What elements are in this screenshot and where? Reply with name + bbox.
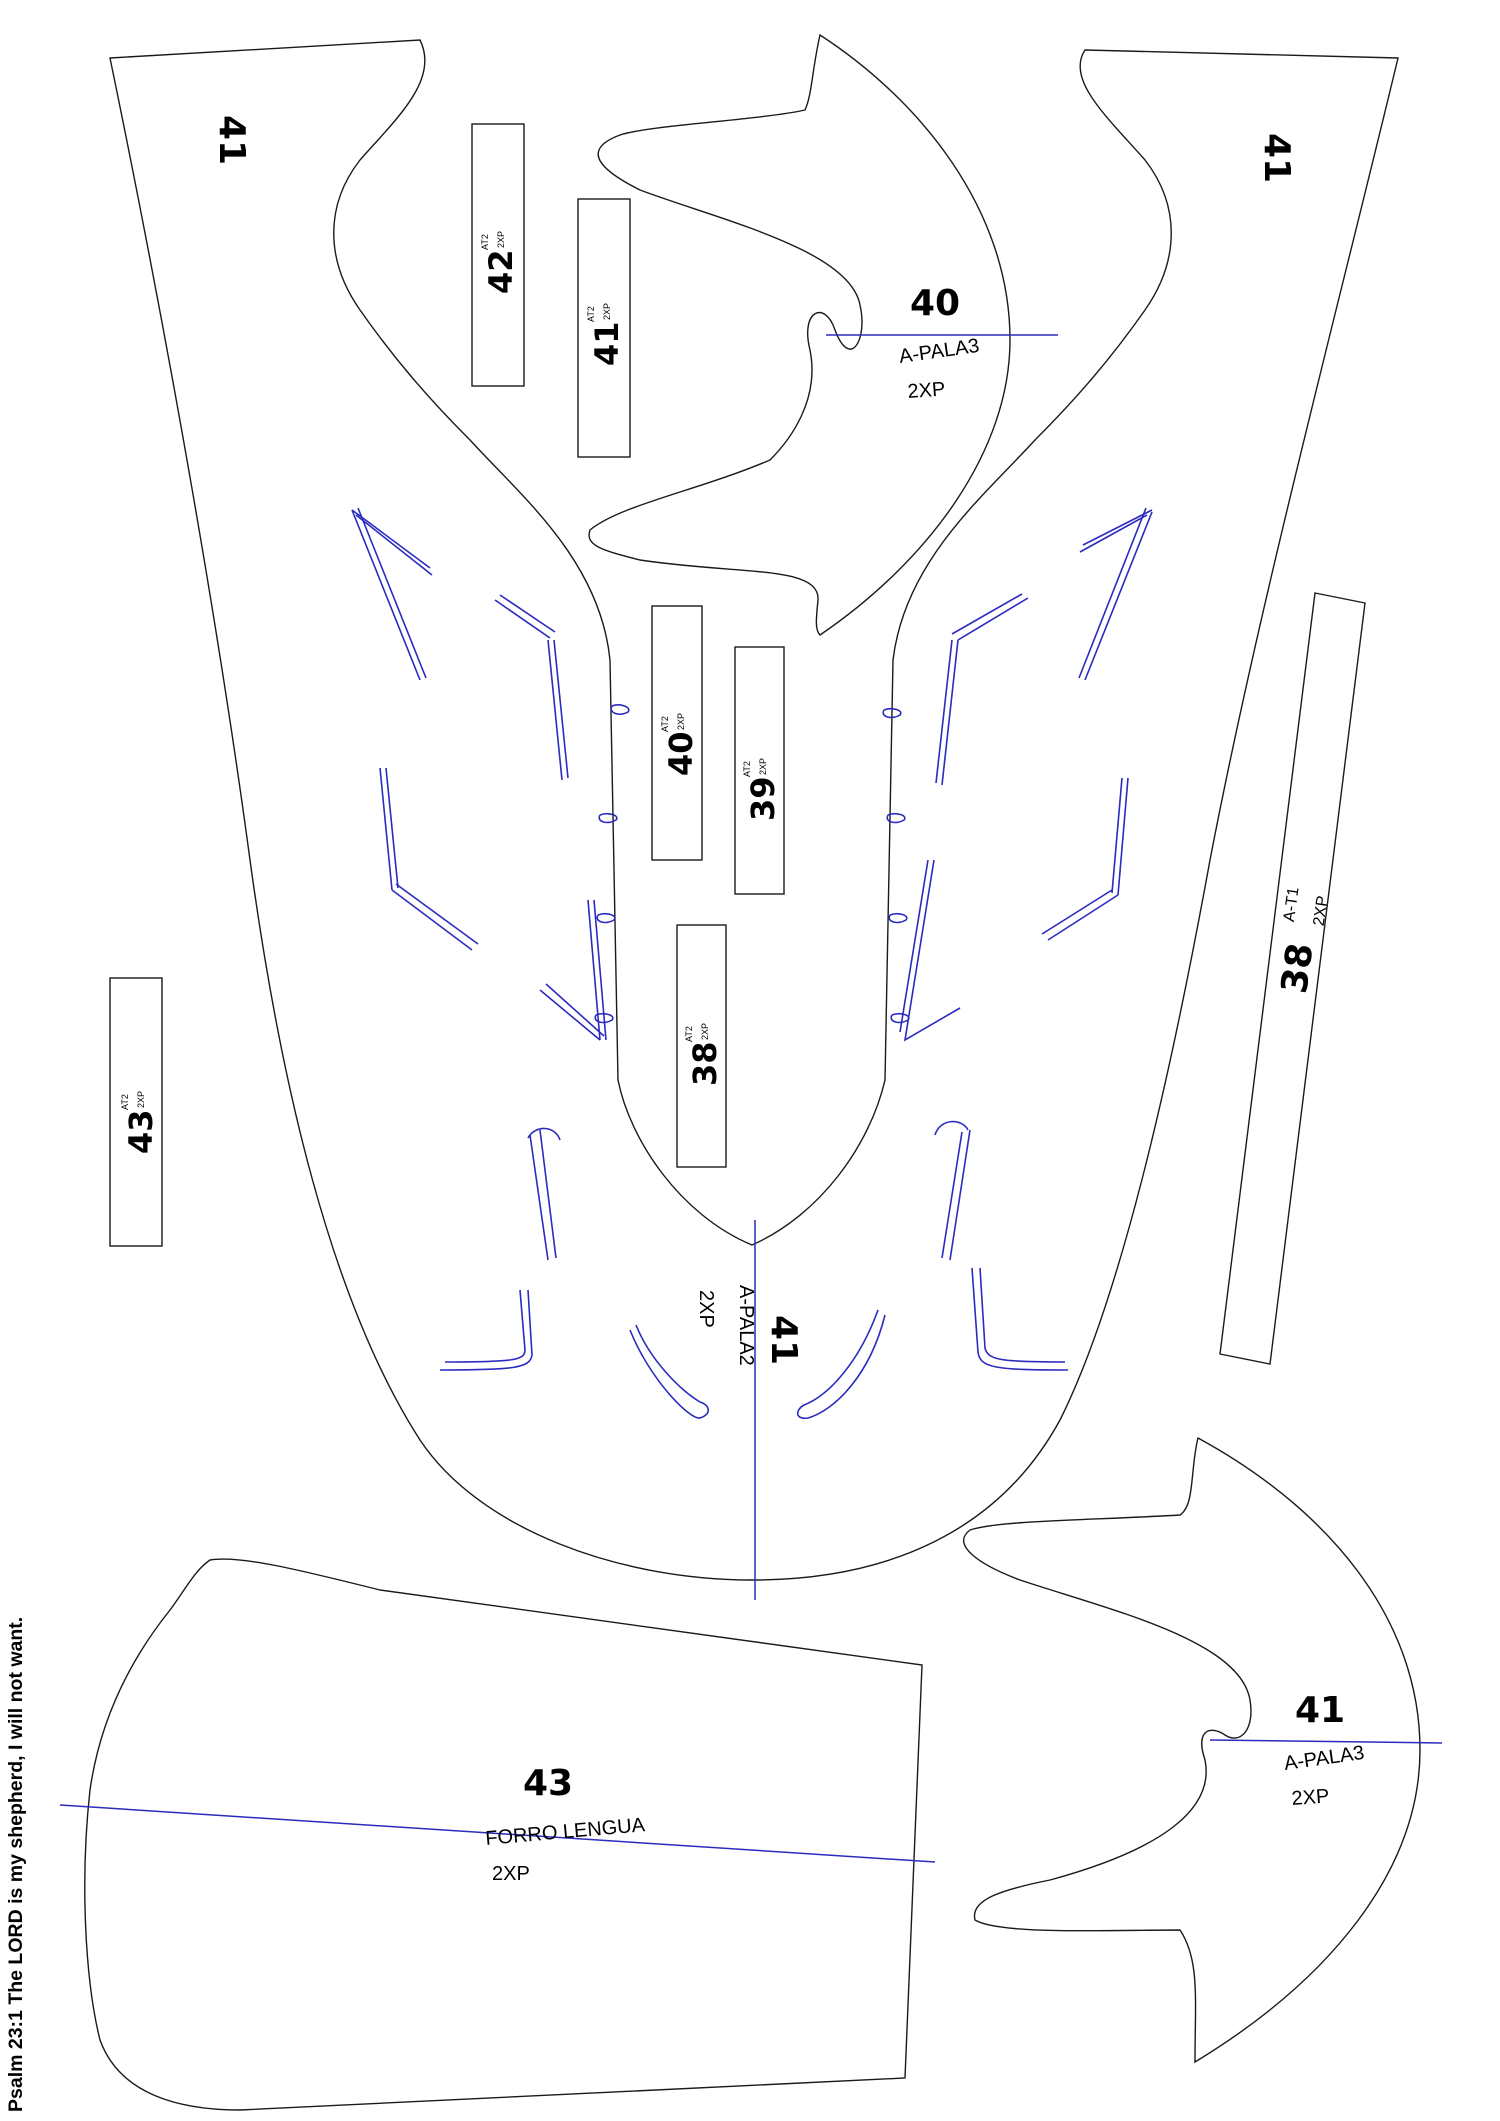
- tab-42-label: 42 AT2 2XP: [480, 231, 520, 294]
- tab-39-box: [734, 646, 785, 895]
- tab-39-label: 39 AT2 2XP: [742, 758, 782, 821]
- tab-38-size: 38: [686, 1041, 724, 1086]
- tongue-top-name: A-PALA3: [898, 335, 981, 368]
- tab-39-qty: 2XP: [758, 758, 768, 775]
- vamp-size: 41: [763, 1315, 804, 1365]
- tongue-lining-label: 43 FORRO LENGUA 2XP: [485, 1763, 647, 1885]
- tab-43-label: 43 AT2 2XP: [120, 1091, 160, 1154]
- tab-40-name: AT2: [660, 716, 670, 732]
- vamp-right-wing-size: 41: [1256, 133, 1297, 183]
- tongue-piece-top-outline: [588, 33, 1011, 636]
- tongue-lining-guide: [59, 1804, 936, 1863]
- tab-42-name: AT2: [480, 234, 490, 250]
- tab-43-size: 43: [122, 1109, 160, 1154]
- tongue-piece-bottom-outline: [963, 1436, 1421, 2064]
- tab-39-name: AT2: [742, 761, 752, 777]
- tab-40-qty: 2XP: [676, 713, 686, 730]
- strip-38-side-outline: [1219, 592, 1366, 1365]
- tab-43-box: [109, 977, 163, 1247]
- tab-43-qty: 2XP: [136, 1091, 146, 1108]
- tongue-bottom-qty: 2XP: [1291, 1785, 1330, 1810]
- psalm-motto: Psalm 23:1 The LORD is my shepherd, I wi…: [5, 1617, 27, 2112]
- tongue-lining-outline: [84, 1558, 923, 2111]
- tab-42-box: [471, 123, 525, 387]
- tab-42-qty: 2XP: [496, 231, 506, 248]
- vamp-left-wing-size: 41: [211, 115, 252, 165]
- tab-42-size: 42: [482, 249, 520, 294]
- tongue-lining-name: FORRO LENGUA: [485, 1814, 647, 1850]
- vamp-outline: [109, 39, 1399, 1581]
- tab-41-name: AT2: [586, 306, 596, 322]
- tongue-bottom-size: 41: [1295, 1690, 1345, 1731]
- tab-41-label: 41 AT2 2XP: [586, 303, 626, 366]
- tongue-top-qty: 2XP: [907, 378, 946, 403]
- vamp-slot-guides: [351, 507, 1153, 1420]
- tongue-bottom-label: 41 A-PALA3 2XP: [1283, 1690, 1366, 1810]
- tab-38-name: AT2: [684, 1026, 694, 1042]
- tongue-bottom-name: A-PALA3: [1283, 1742, 1366, 1775]
- vamp-center-label: 41 A-PALA2 2XP: [695, 1285, 804, 1366]
- tab-43-name: AT2: [120, 1094, 130, 1110]
- vamp-name: A-PALA2: [735, 1285, 757, 1366]
- tab-38-label: 38 AT2 2XP: [684, 1023, 724, 1086]
- strip-38-side-label: 38 A-T1 2XP: [1274, 886, 1332, 996]
- vamp-qty: 2XP: [695, 1290, 717, 1328]
- tab-40-label: 40 AT2 2XP: [660, 713, 700, 776]
- tab-38-box: [676, 924, 727, 1168]
- tongue-piece-bottom-guide: [1209, 1739, 1443, 1744]
- tongue-lining-qty: 2XP: [492, 1863, 530, 1885]
- tab-41-qty: 2XP: [602, 303, 612, 320]
- strip-38-name: A-T1: [1281, 886, 1303, 923]
- strip-38-qty: 2XP: [1311, 895, 1332, 927]
- tongue-top-size: 40: [910, 283, 960, 324]
- tab-38-qty: 2XP: [700, 1023, 710, 1040]
- tab-40-size: 40: [662, 731, 700, 776]
- tab-39-size: 39: [744, 776, 782, 821]
- tab-40-box: [651, 605, 703, 861]
- tongue-lining-size: 43: [523, 1763, 573, 1804]
- tongue-top-label: 40 A-PALA3 2XP: [898, 283, 981, 403]
- tab-41-box: [577, 198, 631, 458]
- strip-38-size: 38: [1274, 941, 1322, 996]
- tab-41-size: 41: [588, 321, 626, 366]
